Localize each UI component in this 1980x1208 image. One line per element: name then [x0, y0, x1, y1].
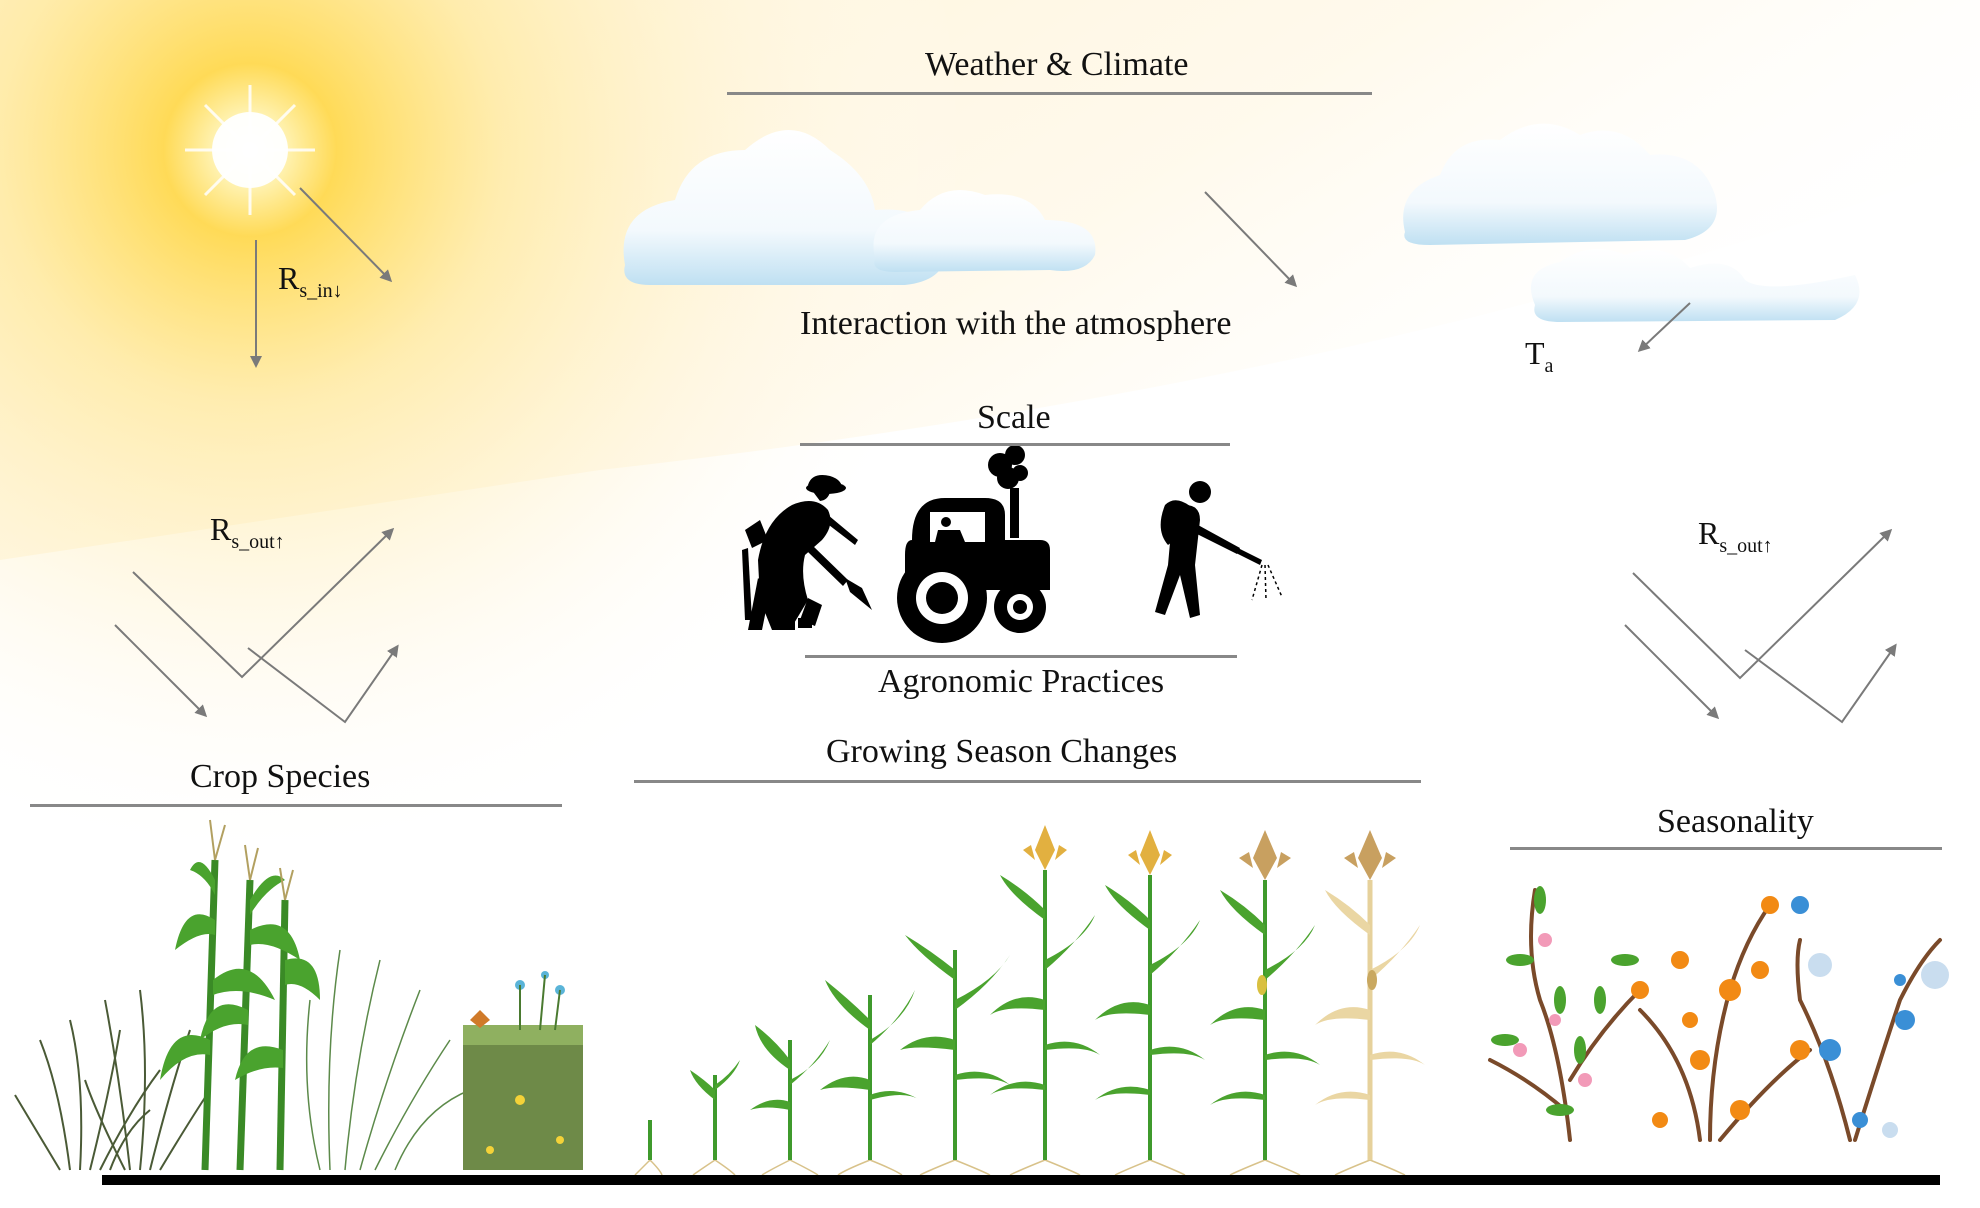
flower-icon [1513, 933, 1592, 1087]
sprayer-person-icon [1155, 481, 1283, 618]
arrows [114, 187, 1897, 724]
label-rs-in: Rs_in↓ [278, 260, 343, 302]
sun-icon [185, 85, 315, 215]
title-growing-season-changes: Growing Season Changes [826, 733, 1178, 770]
crop-grass-icon [14, 989, 211, 1171]
crop-species-illustration [14, 819, 583, 1171]
title-scale: Scale [977, 399, 1051, 436]
rule-crop-species [30, 804, 562, 807]
rule-seasonality [1510, 847, 1942, 850]
cloud-icon [623, 123, 1860, 322]
snowflake-icon [1791, 896, 1915, 1128]
title-agronomic-practices: Agronomic Practices [878, 663, 1165, 700]
growing-season-illustration [634, 825, 1425, 1176]
farmer-hoe-icon [742, 475, 872, 630]
title-crop-species: Crop Species [190, 758, 371, 795]
label-atmosphere: Interaction with the atmosphere [800, 305, 1232, 342]
seasonality-illustration [1488, 886, 1949, 1142]
ground-line [102, 1175, 1940, 1185]
title-seasonality: Seasonality [1657, 803, 1814, 840]
title-weather-climate: Weather & Climate [925, 46, 1189, 83]
rule-weather-climate [727, 92, 1372, 95]
label-ta: Ta [1525, 335, 1554, 377]
tractor-icon [897, 445, 1050, 643]
rule-scale [800, 443, 1230, 446]
rule-growing-season [634, 780, 1421, 783]
rule-agronomic [805, 655, 1237, 658]
maize-icon [160, 819, 320, 1171]
label-rs-out-left: Rs_out↑ [210, 511, 285, 553]
label-rs-out-right: Rs_out↑ [1698, 515, 1773, 557]
